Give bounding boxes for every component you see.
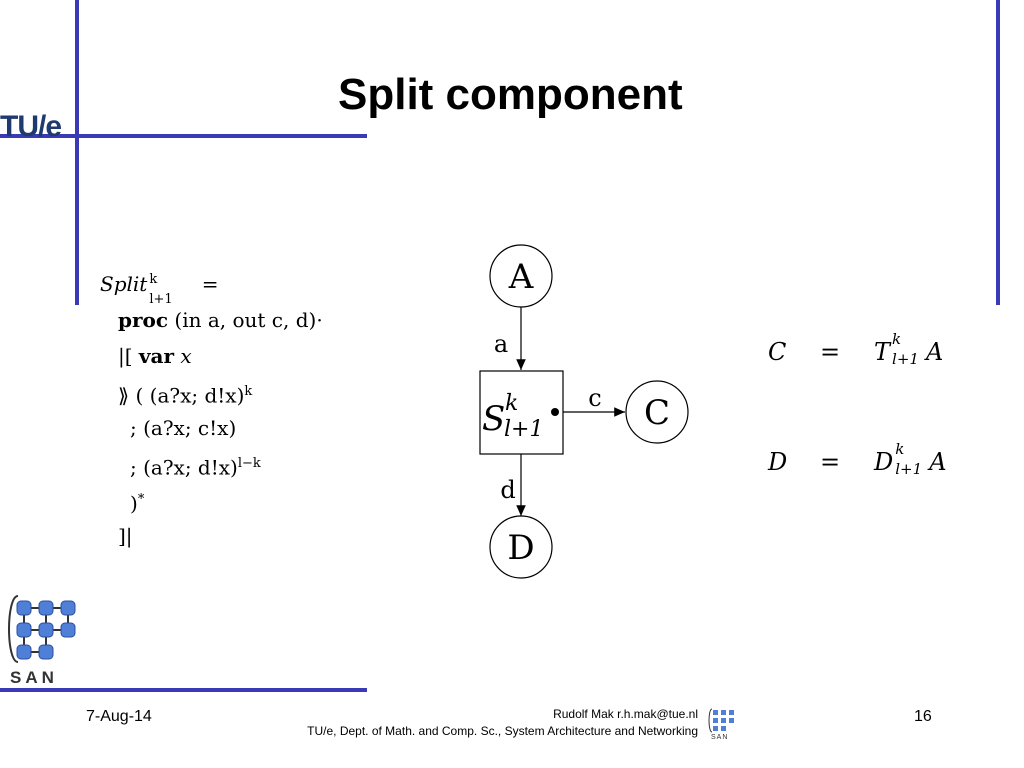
spec-line-loop-close: )* xyxy=(130,491,145,516)
san-logo xyxy=(8,595,76,663)
split-box-sub: l+1 xyxy=(504,417,543,442)
split-box-label: S xyxy=(482,399,505,439)
page-number: 16 xyxy=(914,708,932,725)
san-small-logo xyxy=(708,708,734,733)
footer-author: Rudolf Mak r.h.mak@tue.nl TU/e, Dept. of… xyxy=(0,706,698,740)
spec-sub: l+1 xyxy=(149,292,173,307)
split-box-sup: k xyxy=(505,391,518,416)
edge-d-label: d xyxy=(500,476,515,504)
footer-author-line1: Rudolf Mak r.h.mak@tue.nl xyxy=(553,707,698,721)
san-logo-label: SAN xyxy=(10,668,58,687)
title-underline-rule xyxy=(0,134,367,138)
split-box-dot xyxy=(551,408,559,416)
node-d-circle xyxy=(489,515,553,579)
slide-title: Split component xyxy=(338,70,683,119)
spec-line-loop-open: ⟫ ( (a?x; d!x)k xyxy=(118,383,253,408)
spec-line-seq1: ; (a?x; c!x) xyxy=(130,416,237,440)
spec-line-end: ]| xyxy=(118,524,133,548)
edge-c-label: c xyxy=(588,384,601,412)
footer-date: 7-Aug-14 xyxy=(86,708,152,725)
footer-author-line2: TU/e, Dept. of Math. and Comp. Sc., Syst… xyxy=(307,724,698,738)
edge-a-label: a xyxy=(494,330,508,358)
spec-line-proc: proc (in a, out c, d)· xyxy=(118,308,323,332)
top-right-vertical-rule xyxy=(996,0,1000,305)
node-c-circle xyxy=(625,380,689,444)
node-c-label: C xyxy=(644,393,670,433)
san-small-logo-label: SAN xyxy=(711,734,729,741)
top-left-vertical-rule xyxy=(75,0,79,305)
spec-line-var: |[ var x xyxy=(118,344,192,368)
split-box xyxy=(479,370,564,455)
node-d-label: D xyxy=(507,528,534,568)
spec-sup: k xyxy=(149,272,158,287)
spec-line-seq2: ; (a?x; d!x)l−k xyxy=(130,455,261,480)
node-a-label: A xyxy=(508,257,534,297)
bottom-rule xyxy=(0,688,367,692)
tue-logo: TU/e xyxy=(0,110,62,143)
split-component-diagram: A a S k l+1 c C d D xyxy=(479,244,689,579)
